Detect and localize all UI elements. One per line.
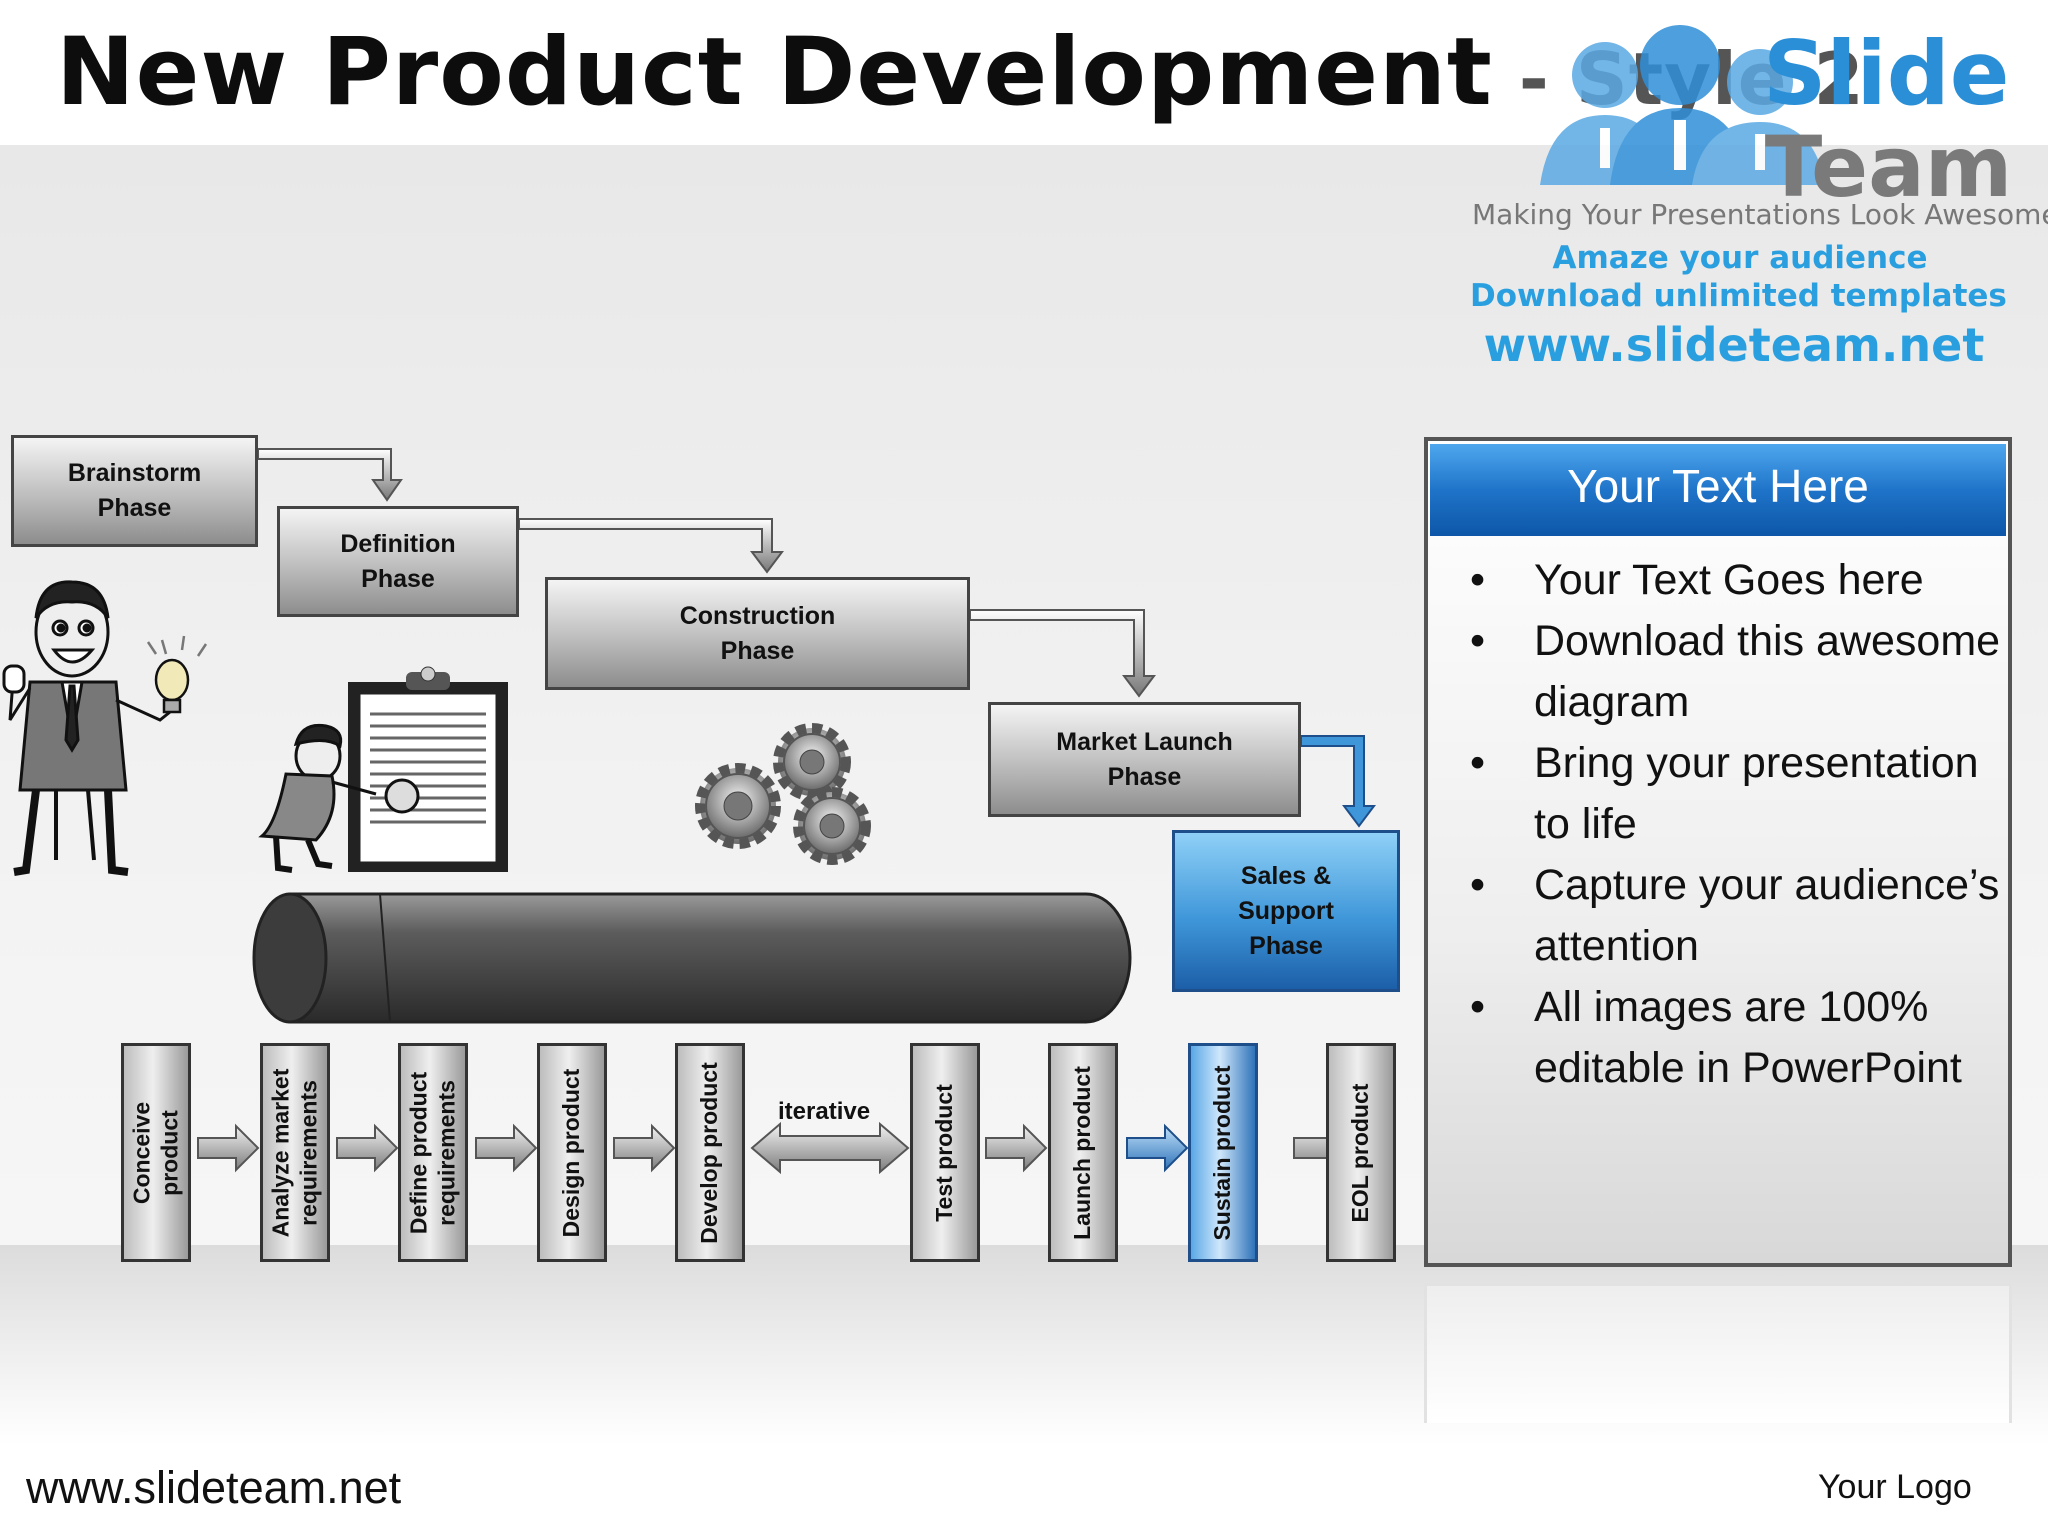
logo-word-slide: Slide — [1763, 22, 2010, 125]
step-eol-product: EOL product — [1326, 1043, 1396, 1262]
slideteam-logo — [1540, 25, 1825, 185]
step-label: Develop product — [696, 1061, 723, 1244]
logo-url: www.slideteam.net — [1483, 318, 1985, 372]
businessman-idea-illustration — [2, 580, 208, 876]
connector-arrow — [257, 448, 1156, 698]
clipboard-inspection-illustration — [258, 666, 508, 873]
phase-market-launch: Market Launch Phase — [988, 702, 1301, 817]
gears-illustration — [695, 723, 871, 865]
step-define-product: Define product requirements — [398, 1043, 468, 1262]
connector-arrow-blue — [1300, 735, 1376, 828]
bullet-item: •Bring your presentation to life — [1470, 739, 1979, 848]
text-panel — [1424, 437, 2012, 1267]
step-develop-product: Develop product — [675, 1043, 745, 1262]
step-label: Sustain product — [1209, 1064, 1236, 1241]
bullet-item: •Your Text Goes here — [1470, 556, 1924, 604]
step-sustain-product: Sustain product — [1188, 1043, 1258, 1262]
phase-sales-support: Sales & Support Phase — [1172, 830, 1400, 992]
step-conceive-product: Conceive product — [121, 1043, 191, 1262]
step-label: Design product — [558, 1068, 585, 1237]
step-label: Analyze market requirements — [267, 1068, 321, 1237]
step-label: EOL product — [1347, 1083, 1374, 1222]
step-design-product: Design product — [537, 1043, 607, 1262]
step-label: Launch product — [1069, 1065, 1096, 1240]
logo-word-team: Team — [1765, 118, 2013, 216]
step-label: Test product — [931, 1083, 958, 1222]
step-label: Conceive product — [128, 1101, 182, 1204]
text-panel-title: Your Text Here — [1567, 460, 1869, 512]
bullet-item: •Capture your audience’s attention — [1470, 861, 2000, 970]
logo-tagline: Making Your Presentations Look Awesome — [1472, 198, 2048, 231]
phase-brainstorm: Brainstorm Phase — [11, 435, 258, 547]
bullet-item: •All images are 100% editable in PowerPo… — [1470, 983, 1962, 1092]
phase-definition: Definition Phase — [277, 506, 519, 617]
step-label: Define product requirements — [405, 1071, 459, 1234]
step-launch-product: Launch product — [1048, 1043, 1118, 1262]
iterative-label: iterative — [778, 1098, 871, 1125]
bullet-item: •Download this awesome diagram — [1470, 617, 2001, 726]
logo-download-text: Download unlimited templates — [1470, 278, 2007, 314]
step-test-product: Test product — [910, 1043, 980, 1262]
footer-logo-placeholder: Your Logo — [1818, 1468, 1972, 1506]
text-panel-bullets: •Your Text Goes here •Download this awes… — [1466, 550, 2006, 1099]
logo-amaze-text: Amaze your audience — [1552, 240, 1928, 276]
iterative-arrow — [750, 1121, 910, 1175]
text-panel-reflection — [1424, 1283, 2012, 1423]
footer-url: www.slideteam.net — [26, 1462, 402, 1513]
title-main: New Product Development — [56, 18, 1493, 127]
text-panel-header — [1430, 444, 2006, 536]
step-analyze-market: Analyze market requirements — [260, 1043, 330, 1262]
cylinder-pipe — [252, 892, 1132, 1024]
phase-construction: Construction Phase — [545, 577, 970, 690]
